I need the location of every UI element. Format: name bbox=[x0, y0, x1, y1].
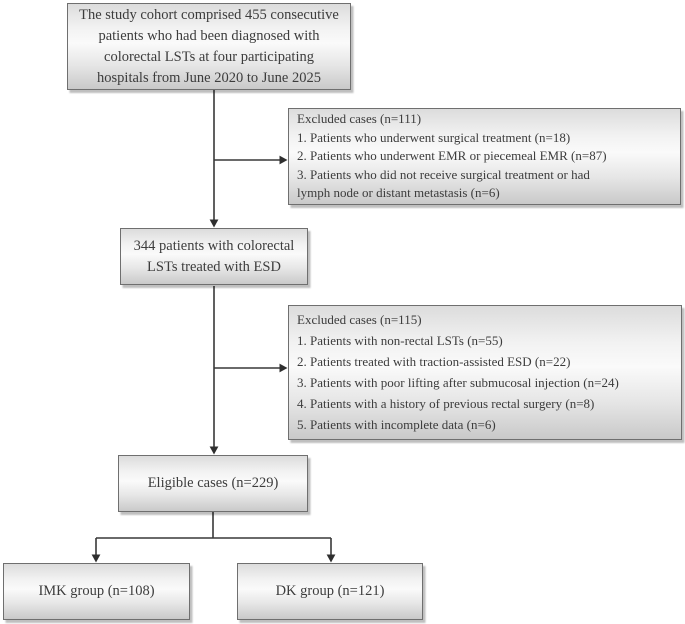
dk-group-box: DK group (n=121) bbox=[237, 563, 423, 620]
excluded-1-item-continuation: lymph node or distant metastasis (n=6) bbox=[297, 185, 500, 201]
arrowhead-down-dk-icon bbox=[326, 554, 336, 563]
excluded-2-item: 4. Patients with a history of previous r… bbox=[297, 396, 595, 411]
dk-group-text: DK group (n=121) bbox=[275, 583, 385, 599]
excluded-1-item: 1. Patients who underwent surgical treat… bbox=[297, 129, 571, 145]
excluded-cases-2-box: Excluded cases (n=115) 1. Patients with … bbox=[288, 305, 682, 440]
eligible-cases-box: Eligible cases (n=229) bbox=[118, 455, 308, 512]
study-cohort-text-line: hospitals from June 2020 to June 2025 bbox=[97, 69, 321, 86]
esd-treated-text-line: LSTs treated with ESD bbox=[147, 258, 281, 275]
study-cohort-box: The study cohort comprised 455 consecuti… bbox=[67, 3, 351, 90]
eligible-cases-text: Eligible cases (n=229) bbox=[147, 475, 279, 491]
excluded-cases-1-box: Excluded cases (n=111) 1. Patients who u… bbox=[288, 108, 681, 205]
esd-treated-box: 344 patients with colorectal LSTs treate… bbox=[120, 228, 308, 285]
study-cohort-text-line: patients who had been diagnosed with bbox=[98, 27, 320, 44]
excluded-2-item: 3. Patients with poor lifting after subm… bbox=[297, 375, 619, 390]
arrowhead-down-eligible-icon bbox=[209, 446, 219, 455]
arrowhead-down-esd-icon bbox=[209, 219, 219, 228]
study-cohort-text-line: colorectal LSTs at four participating bbox=[104, 48, 314, 65]
excluded-2-item: 1. Patients with non-rectal LSTs (n=55) bbox=[297, 333, 503, 348]
excluded-2-item: 5. Patients with incomplete data (n=6) bbox=[297, 417, 496, 432]
excluded-2-title: Excluded cases (n=115) bbox=[297, 312, 422, 327]
excluded-2-item: 2. Patients treated with traction-assist… bbox=[297, 354, 571, 369]
excluded-1-item: 3. Patients who did not receive surgical… bbox=[297, 166, 590, 182]
excluded-1-item: 2. Patients who underwent EMR or pieceme… bbox=[297, 148, 607, 164]
esd-treated-text-line: 344 patients with colorectal bbox=[133, 237, 295, 254]
study-cohort-text-line: The study cohort comprised 455 consecuti… bbox=[79, 6, 339, 23]
imk-group-box: IMK group (n=108) bbox=[3, 563, 190, 620]
arrowhead-right-excluded-1-icon bbox=[279, 155, 288, 165]
arrowhead-right-excluded-2-icon bbox=[279, 363, 288, 373]
arrowhead-down-imk-icon bbox=[91, 554, 101, 563]
excluded-1-title: Excluded cases (n=111) bbox=[297, 111, 422, 126]
imk-group-text: IMK group (n=108) bbox=[38, 583, 155, 599]
